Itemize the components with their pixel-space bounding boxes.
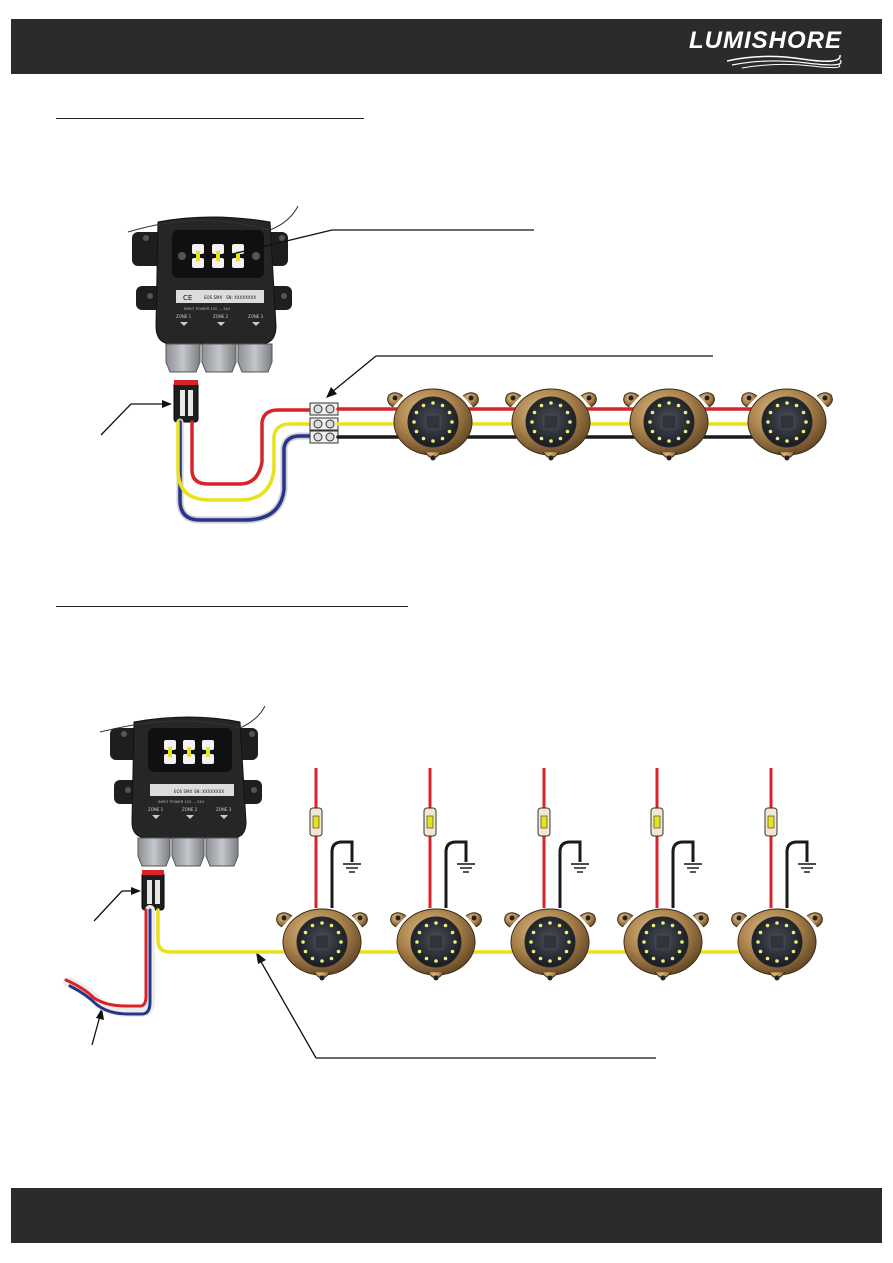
controller-1-zone-3: ZONE 3	[248, 314, 264, 319]
light-branch-2	[390, 768, 482, 981]
ground-icon	[456, 863, 476, 873]
controller-2: EOS SMX SN: XXXXXXXX INPUT POWER 12V ...…	[99, 705, 266, 911]
underwater-light-1	[387, 388, 479, 461]
controller-2-badge: EOS SMX	[174, 789, 192, 794]
controller-2-zone-1: ZONE 1	[148, 807, 164, 812]
underwater-light-9	[731, 908, 823, 981]
connector-arrow-1	[100, 400, 172, 436]
terminal-block	[309, 402, 339, 444]
connector-arrow-2	[93, 887, 141, 922]
controller-1-zone-1: ZONE 1	[176, 314, 192, 319]
power-feed-arrow	[91, 1008, 104, 1046]
underwater-light-6	[390, 908, 482, 981]
lights-2	[276, 768, 823, 981]
underwater-light-2	[505, 388, 597, 461]
ce-mark: CE	[183, 294, 192, 302]
signal-leader	[256, 952, 656, 1059]
underwater-light-8	[617, 908, 709, 981]
header-bar: LUMISHORE	[11, 19, 882, 74]
terminal-leader-1	[326, 355, 713, 398]
section-2-rule	[56, 606, 408, 607]
wires-1	[176, 402, 822, 524]
wave-icon	[726, 54, 842, 69]
underwater-light-5	[276, 908, 368, 981]
light-branch-4	[617, 768, 709, 981]
controller-1-badge: EOS SMX	[204, 295, 222, 300]
underwater-light-7	[504, 908, 596, 981]
ground-icon	[797, 863, 817, 873]
controller-1-serial: SN: XXXXXXXX	[226, 295, 256, 300]
light-branch-5	[731, 768, 823, 981]
brand-logo: LUMISHORE	[642, 25, 842, 69]
controller-1-input-label: INPUT POWER 12V ... 24V	[184, 307, 231, 311]
underwater-light-4	[741, 388, 833, 461]
controller-2-input-label: INPUT POWER 12V ... 24V	[158, 800, 205, 804]
controller-1: CE EOS SMX SN: XXXXXXXX INPUT POWER 12V …	[127, 205, 299, 423]
ground-icon	[342, 863, 362, 873]
ground-icon	[683, 863, 703, 873]
underwater-light-3	[623, 388, 715, 461]
controller-2-zone-2: ZONE 2	[182, 807, 198, 812]
controller-2-serial: SN: XXXXXXXX	[194, 789, 224, 794]
ground-icon	[570, 863, 590, 873]
light-branch-1	[276, 768, 368, 981]
controller-1-zone-2: ZONE 2	[213, 314, 229, 319]
wires-2	[63, 905, 802, 1017]
brand-name: LUMISHORE	[689, 27, 842, 54]
controller-2-zone-3: ZONE 3	[216, 807, 232, 812]
section-1-rule	[56, 118, 364, 119]
light-branch-3	[504, 768, 596, 981]
footer-bar	[11, 1188, 882, 1243]
keypad-leader-1	[219, 229, 534, 258]
